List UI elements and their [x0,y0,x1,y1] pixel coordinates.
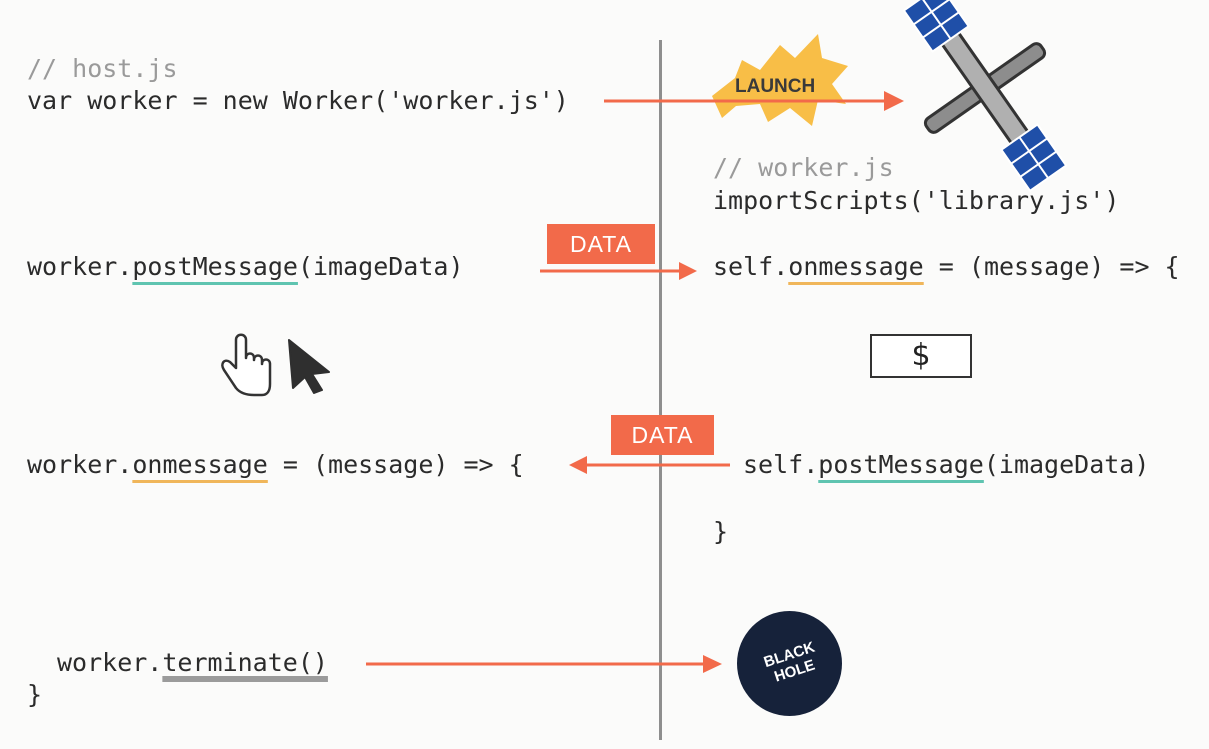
worker-comment: // worker.js [713,153,894,182]
data-label-to-host: DATA [611,415,714,455]
worker-postmessage-line: self.postMessage(imageData) [743,450,1149,480]
host-new-worker-line: var worker = new Worker('worker.js') [27,86,569,115]
worker-onmsg-rest: = (message) => { [923,252,1180,281]
data-label-to-worker: DATA [547,224,655,264]
data-arrow-to-host [569,456,730,474]
worker-post-prefix: self. [743,450,819,479]
pointer-hand-icon [221,333,272,397]
black-hole-icon [737,611,842,716]
worker-import-line: importScripts('library.js') [713,186,1120,215]
host-comment: // host.js [27,54,178,83]
terminate-arrow [366,655,722,673]
launch-arrow [604,91,904,111]
host-onmsg-prop: onmessage [132,450,268,479]
cursor-arrow-icon [288,339,330,394]
money-icon: $ [870,334,972,378]
host-post-args: (imageData) [297,252,464,281]
host-onmessage-line: worker.onmessage = (message) => { [27,450,524,480]
worker-onmessage-line: self.onmessage = (message) => { [713,252,1180,282]
center-divider [659,40,662,740]
worker-onmsg-prop: onmessage [788,252,924,281]
host-onmsg-rest: = (message) => { [267,450,524,479]
worker-post-method: postMessage [818,450,984,479]
worker-onmsg-prefix: self. [713,252,789,281]
host-term-method: terminate() [162,648,328,677]
satellite-icon [902,0,1068,193]
launch-label: LAUNCH [735,76,815,97]
worker-post-args: (imageData) [983,450,1150,479]
host-closing-brace: } [27,680,43,709]
host-onmsg-prefix: worker. [27,450,133,479]
host-terminate-line: worker.terminate() [57,648,328,678]
splash-icon: LAUNCH [712,34,848,126]
data-arrow-to-worker [540,262,697,280]
host-postmessage-line: worker.postMessage(imageData) [27,252,464,282]
host-post-prefix: worker. [27,252,133,281]
worker-closing-brace: } [713,517,729,546]
host-term-prefix: worker. [57,648,163,677]
host-post-method: postMessage [132,252,298,281]
